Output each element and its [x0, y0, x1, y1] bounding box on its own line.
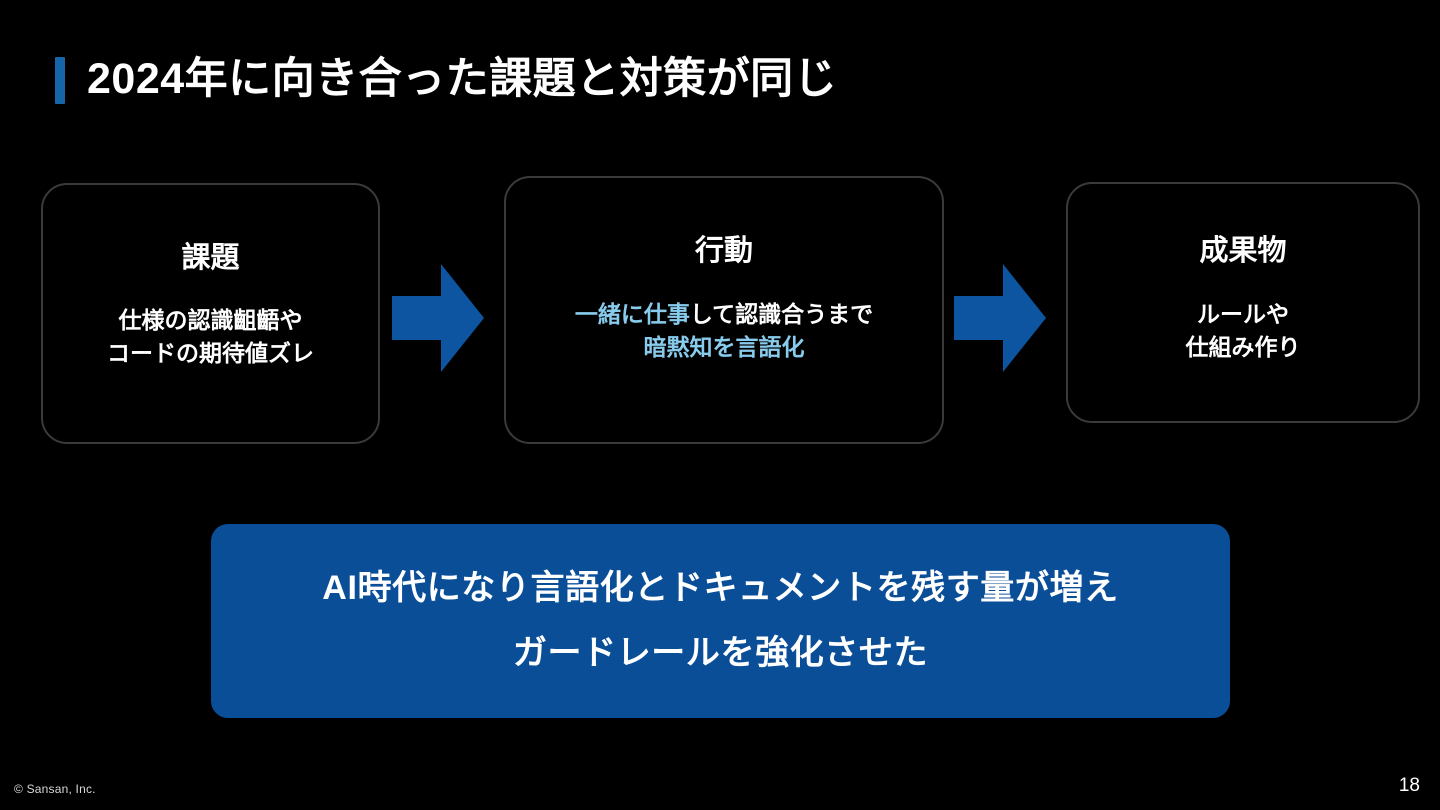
- conclusion-banner: AI時代になり言語化とドキュメントを残す量が増え ガードレールを強化させた: [211, 524, 1230, 718]
- flow-card-deliverable-body: ルールや 仕組み作り: [1186, 298, 1301, 365]
- flow-diagram: 課題 仕様の認識齟齬や コードの期待値ズレ 行動 一緒に仕事して認識合うまで 暗…: [41, 176, 1420, 444]
- flow-card-issue-body: 仕様の認識齟齬や コードの期待値ズレ: [107, 304, 314, 371]
- conclusion-banner-line2: ガードレールを強化させた: [512, 634, 929, 672]
- flow-card-issue-heading: 課題: [181, 242, 240, 274]
- arrow-right-icon-1: [392, 264, 484, 372]
- page-title: 2024年に向き合った課題と対策が同じ: [55, 50, 837, 110]
- arrow-right-icon-2: [954, 264, 1046, 372]
- flow-card-deliverable: 成果物 ルールや 仕組み作り: [1066, 182, 1420, 423]
- flow-card-deliverable-body-line1: ルールや: [1197, 300, 1289, 327]
- flow-card-deliverable-heading: 成果物: [1199, 235, 1287, 267]
- flow-card-action-body-line1: 一緒に仕事して認識合うまで: [575, 298, 873, 331]
- flow-card-action-heading: 行動: [694, 235, 753, 267]
- footer-page-number: 18: [1398, 775, 1420, 796]
- page-title-text: 2024年に向き合った課題と対策が同じ: [87, 55, 838, 104]
- flow-card-issue-body-line1: 仕様の認識齟齬や: [118, 306, 303, 333]
- flow-card-action-body-line1-plain: して認識合うまで: [689, 300, 874, 327]
- flow-card-action-body: 一緒に仕事して認識合うまで 暗黙知を言語化: [575, 298, 873, 365]
- flow-card-action-body-line1-highlight: 一緒に仕事: [574, 300, 690, 327]
- flow-card-action-body-line2: 暗黙知を言語化: [643, 334, 805, 361]
- flow-card-issue-body-line2: コードの期待値ズレ: [107, 340, 314, 367]
- flow-card-issue: 課題 仕様の認識齟齬や コードの期待値ズレ: [41, 183, 380, 444]
- conclusion-banner-line1: AI時代になり言語化とドキュメントを残す量が増え: [322, 568, 1119, 607]
- title-accent-bar: [55, 56, 65, 104]
- flow-card-deliverable-body-line2: 仕組み作り: [1185, 334, 1301, 361]
- flow-card-action: 行動 一緒に仕事して認識合うまで 暗黙知を言語化: [504, 176, 944, 444]
- footer-copyright: © Sansan, Inc.: [14, 782, 96, 796]
